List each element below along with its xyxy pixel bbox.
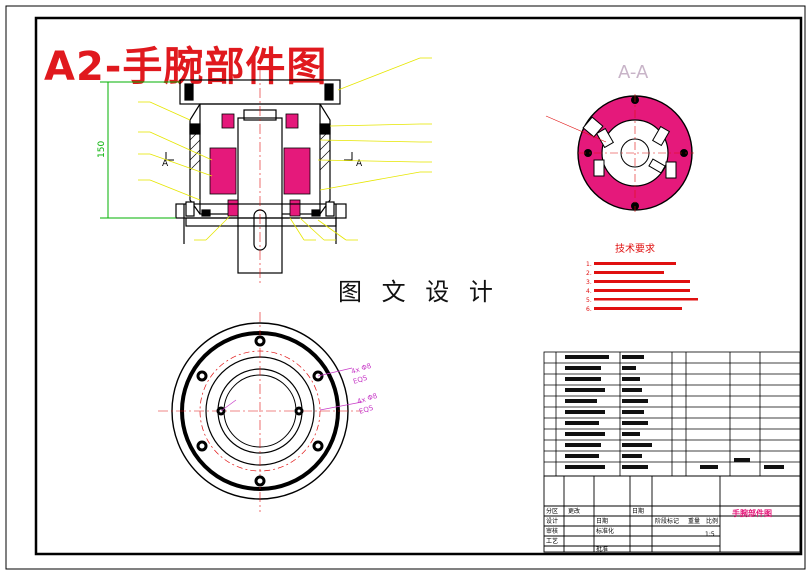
svg-text:标准化: 标准化 bbox=[596, 527, 614, 535]
section-mark-right: A bbox=[356, 159, 363, 169]
height-dimension bbox=[100, 81, 180, 219]
drawing-title: A2-手腕部件图 bbox=[44, 44, 328, 90]
hole-callout-3: 4x Φ8 bbox=[356, 392, 378, 406]
svg-text:2.: 2. bbox=[586, 270, 592, 277]
svg-text:日期: 日期 bbox=[632, 507, 644, 515]
tech-req-lines: 1. 2. 3. 4. 5. 6. bbox=[586, 261, 698, 313]
svg-text:设计: 设计 bbox=[546, 517, 558, 525]
svg-text:6.: 6. bbox=[586, 306, 592, 313]
svg-text:重量: 重量 bbox=[688, 517, 700, 525]
svg-text:4.: 4. bbox=[586, 288, 592, 295]
part-name: 手腕部件图 bbox=[732, 508, 772, 518]
hole-callouts bbox=[220, 367, 363, 412]
svg-text:批准: 批准 bbox=[596, 545, 608, 553]
sheet-border bbox=[5, 5, 806, 570]
svg-text:比例: 比例 bbox=[706, 517, 718, 525]
dimension-text: 150 bbox=[97, 141, 107, 158]
title-block bbox=[543, 475, 801, 553]
hole-callout-1: 4x Φ8 bbox=[350, 362, 372, 376]
section-mark-left: A bbox=[162, 159, 169, 169]
tech-req-title: 技术要求 bbox=[615, 242, 655, 255]
front-section-view bbox=[175, 79, 347, 274]
watermark-text: 图 文 设 计 bbox=[338, 278, 499, 306]
svg-text:3.: 3. bbox=[586, 279, 592, 286]
drawing-frame bbox=[34, 16, 803, 556]
title-block-headers: 分区 更改 日期 设计 日期 标准化 阶段标记 重量 比例 审核 工艺 批准 bbox=[546, 507, 718, 553]
svg-text:日期: 日期 bbox=[596, 517, 608, 525]
scale-value: 1:5 bbox=[705, 531, 715, 538]
svg-text:5.: 5. bbox=[586, 297, 592, 304]
svg-text:阶段标记: 阶段标记 bbox=[655, 517, 679, 525]
hole-callout-4: EQS bbox=[358, 404, 375, 416]
parts-list-fill bbox=[565, 355, 784, 469]
section-aa-view bbox=[545, 94, 694, 212]
top-view bbox=[158, 312, 362, 512]
svg-text:分区: 分区 bbox=[546, 507, 558, 515]
section-label: A-A bbox=[618, 62, 649, 83]
leader-lines bbox=[138, 57, 432, 241]
svg-text:审核: 审核 bbox=[546, 527, 558, 535]
svg-text:1.: 1. bbox=[586, 261, 592, 268]
svg-text:更改: 更改 bbox=[568, 507, 580, 515]
svg-text:工艺: 工艺 bbox=[546, 537, 558, 545]
hole-callout-2: EQS bbox=[352, 374, 369, 386]
